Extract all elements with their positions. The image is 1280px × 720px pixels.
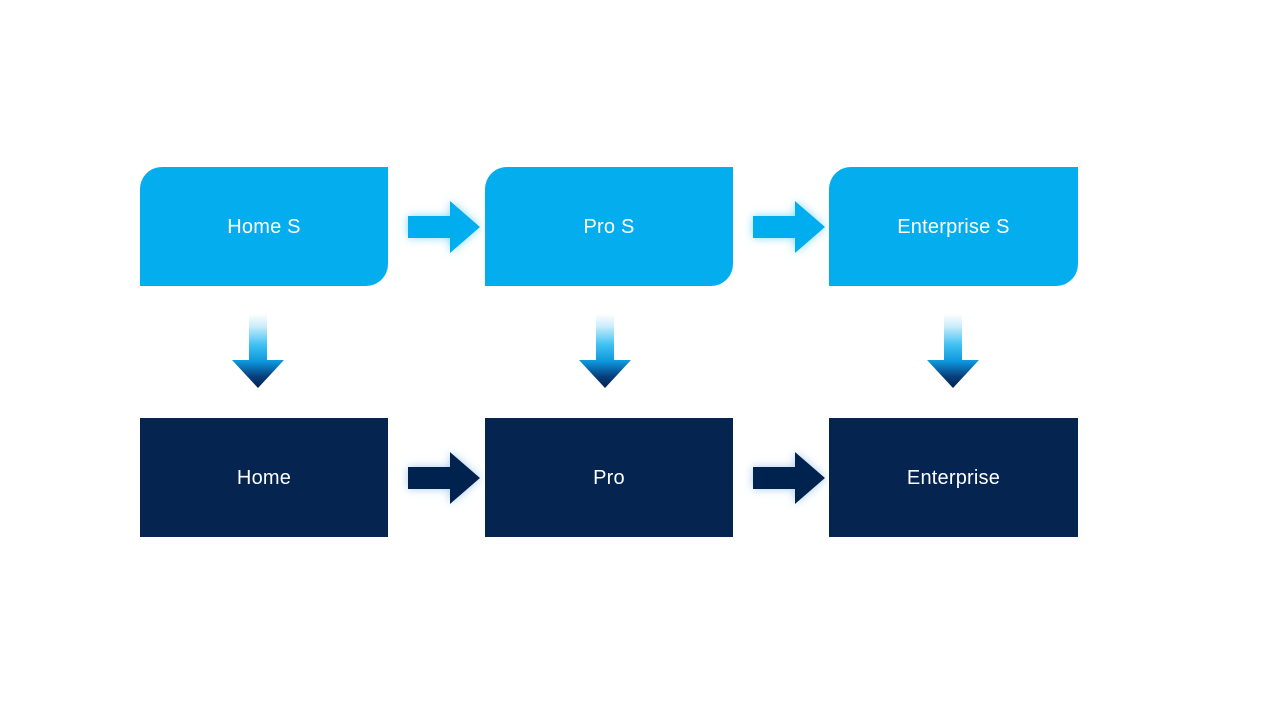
- node-label: Home: [236, 466, 292, 489]
- arrow-home-s-to-pro-s: [404, 196, 484, 258]
- node-home-s[interactable]: Home S: [140, 167, 388, 286]
- arrow-home-to-pro: [404, 447, 484, 509]
- right-arrow-icon: [753, 201, 825, 253]
- arrow-pro-s-to-pro: [573, 314, 637, 390]
- arrow-pro-s-to-enterprise-s: [749, 196, 829, 258]
- right-arrow-icon: [408, 201, 480, 253]
- right-arrow-icon: [408, 452, 480, 504]
- down-arrow-icon: [232, 314, 284, 388]
- node-pro-s[interactable]: Pro S: [485, 167, 733, 286]
- node-label: Home S: [227, 215, 301, 238]
- node-enterprise[interactable]: Enterprise: [829, 418, 1078, 537]
- arrow-pro-to-enterprise: [749, 447, 829, 509]
- node-home[interactable]: Home: [140, 418, 388, 537]
- node-label: Pro S: [583, 215, 635, 238]
- node-label: Enterprise S: [897, 215, 1010, 238]
- node-enterprise-s[interactable]: Enterprise S: [829, 167, 1078, 286]
- right-arrow-icon: [753, 452, 825, 504]
- node-pro[interactable]: Pro: [485, 418, 733, 537]
- arrow-home-s-to-home: [226, 314, 290, 390]
- node-label: Pro: [593, 466, 625, 489]
- down-arrow-icon: [927, 314, 979, 388]
- arrow-enterprise-s-to-enterprise: [921, 314, 985, 390]
- down-arrow-icon: [579, 314, 631, 388]
- node-label: Enterprise: [906, 466, 1001, 489]
